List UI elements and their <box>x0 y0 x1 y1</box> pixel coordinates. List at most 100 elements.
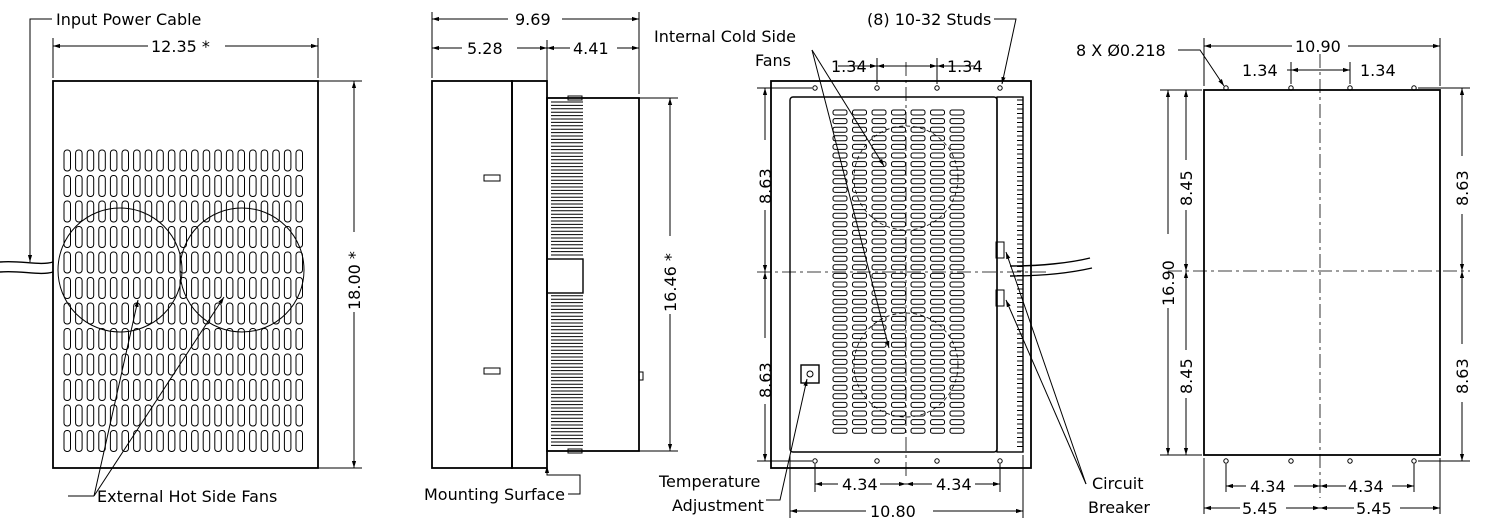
side-rear-depth-dim: 4.41 <box>573 39 609 58</box>
circuit-breaker-switch-top <box>995 241 1005 259</box>
vent-slot <box>283 251 292 274</box>
vent-slot <box>949 393 965 400</box>
vent-slot <box>237 430 245 452</box>
vent-slot <box>852 238 867 245</box>
cutout-upper-inner-dim: 8.45 <box>1177 170 1196 206</box>
vent-slot <box>75 328 83 350</box>
vent-slot <box>871 118 887 125</box>
vent-slot <box>202 149 211 172</box>
vent-slot <box>891 315 906 322</box>
vent-slot <box>910 204 926 211</box>
vent-slot <box>260 226 269 248</box>
rear-width-dim: 10.80 <box>870 502 916 520</box>
internal-cold-side-fans-label-2: Fans <box>755 51 791 70</box>
vent-slot <box>832 186 848 193</box>
heatsink-fins <box>551 95 583 454</box>
vent-slot <box>871 367 887 374</box>
vent-slot <box>191 404 199 427</box>
vent-slot <box>930 367 945 374</box>
vent-slot <box>144 430 153 452</box>
vent-slot <box>930 247 945 254</box>
vent-slot <box>871 315 887 322</box>
vent-slot <box>891 419 906 426</box>
vent-slot <box>202 251 211 274</box>
vent-slot <box>237 149 245 172</box>
vent-slot <box>891 143 906 150</box>
vent-slot <box>272 200 280 223</box>
vent-slot <box>930 212 945 219</box>
vent-slot <box>930 307 945 314</box>
vent-slot <box>272 328 280 350</box>
vent-slot <box>121 353 129 376</box>
vent-slot <box>930 118 945 125</box>
hot-side-fan-right <box>179 207 305 333</box>
vent-slot <box>133 226 141 248</box>
vent-slot <box>249 328 257 350</box>
vent-slot <box>852 135 867 142</box>
vent-slot <box>852 221 867 228</box>
vent-slot <box>225 302 234 325</box>
vent-slot <box>891 195 906 202</box>
vent-slot <box>949 384 965 391</box>
cutout-upper-outer-dim: 8.63 <box>1453 170 1472 206</box>
vent-slot <box>871 221 887 228</box>
vent-slot <box>156 200 164 223</box>
vent-slot <box>930 186 945 193</box>
vent-slot <box>260 200 269 223</box>
circuit-breaker-label-2: Breaker <box>1088 498 1150 517</box>
vent-slot <box>949 358 965 365</box>
vent-slot <box>832 419 848 426</box>
vent-slot <box>167 251 176 274</box>
vent-slot <box>891 350 906 357</box>
vent-slot <box>202 404 211 427</box>
vent-slot <box>949 324 965 331</box>
vent-slot <box>852 307 867 314</box>
vent-slot <box>237 404 245 427</box>
vent-slot <box>832 238 848 245</box>
vent-slot <box>144 277 153 299</box>
vent-slot <box>121 277 129 299</box>
temperature-adjustment-label-1: Temperature <box>658 472 760 491</box>
vent-slot <box>852 410 867 417</box>
vent-slot <box>98 149 106 172</box>
vent-slot <box>156 175 164 197</box>
vent-slot <box>109 200 118 223</box>
vent-slot <box>237 226 245 248</box>
vent-slot <box>891 238 906 245</box>
vent-slot <box>949 264 965 271</box>
front-height-dim: 18.00 * <box>345 251 364 310</box>
vent-slot <box>179 251 187 274</box>
vent-slot <box>167 226 176 248</box>
vent-slot <box>910 401 926 408</box>
front-width-dim: 12.35 * <box>151 37 210 56</box>
vent-slot <box>852 350 867 357</box>
vent-slot <box>891 410 906 417</box>
rear-studs <box>812 85 1003 464</box>
vent-slot <box>871 324 887 331</box>
vent-slot <box>63 251 71 274</box>
vent-slot <box>852 247 867 254</box>
vent-slot <box>949 315 965 322</box>
vent-slot <box>930 393 945 400</box>
vent-slot <box>910 419 926 426</box>
vent-slot <box>852 315 867 322</box>
vent-slot <box>832 143 848 150</box>
vent-slot <box>832 126 848 133</box>
vent-slot <box>109 175 118 197</box>
vent-slot <box>202 200 211 223</box>
vent-slot <box>832 315 848 322</box>
vent-slot <box>121 200 129 223</box>
vent-slot <box>225 200 234 223</box>
rear-flange <box>770 80 1032 469</box>
vent-slot <box>283 175 292 197</box>
vent-slot <box>949 238 965 245</box>
vent-slot <box>891 298 906 305</box>
vent-slot <box>949 118 965 125</box>
vent-slot <box>295 379 303 401</box>
vent-slot <box>191 430 199 452</box>
vent-slot <box>179 277 187 299</box>
vent-slot <box>832 195 848 202</box>
vent-slot <box>133 175 141 197</box>
vent-slot <box>98 226 106 248</box>
